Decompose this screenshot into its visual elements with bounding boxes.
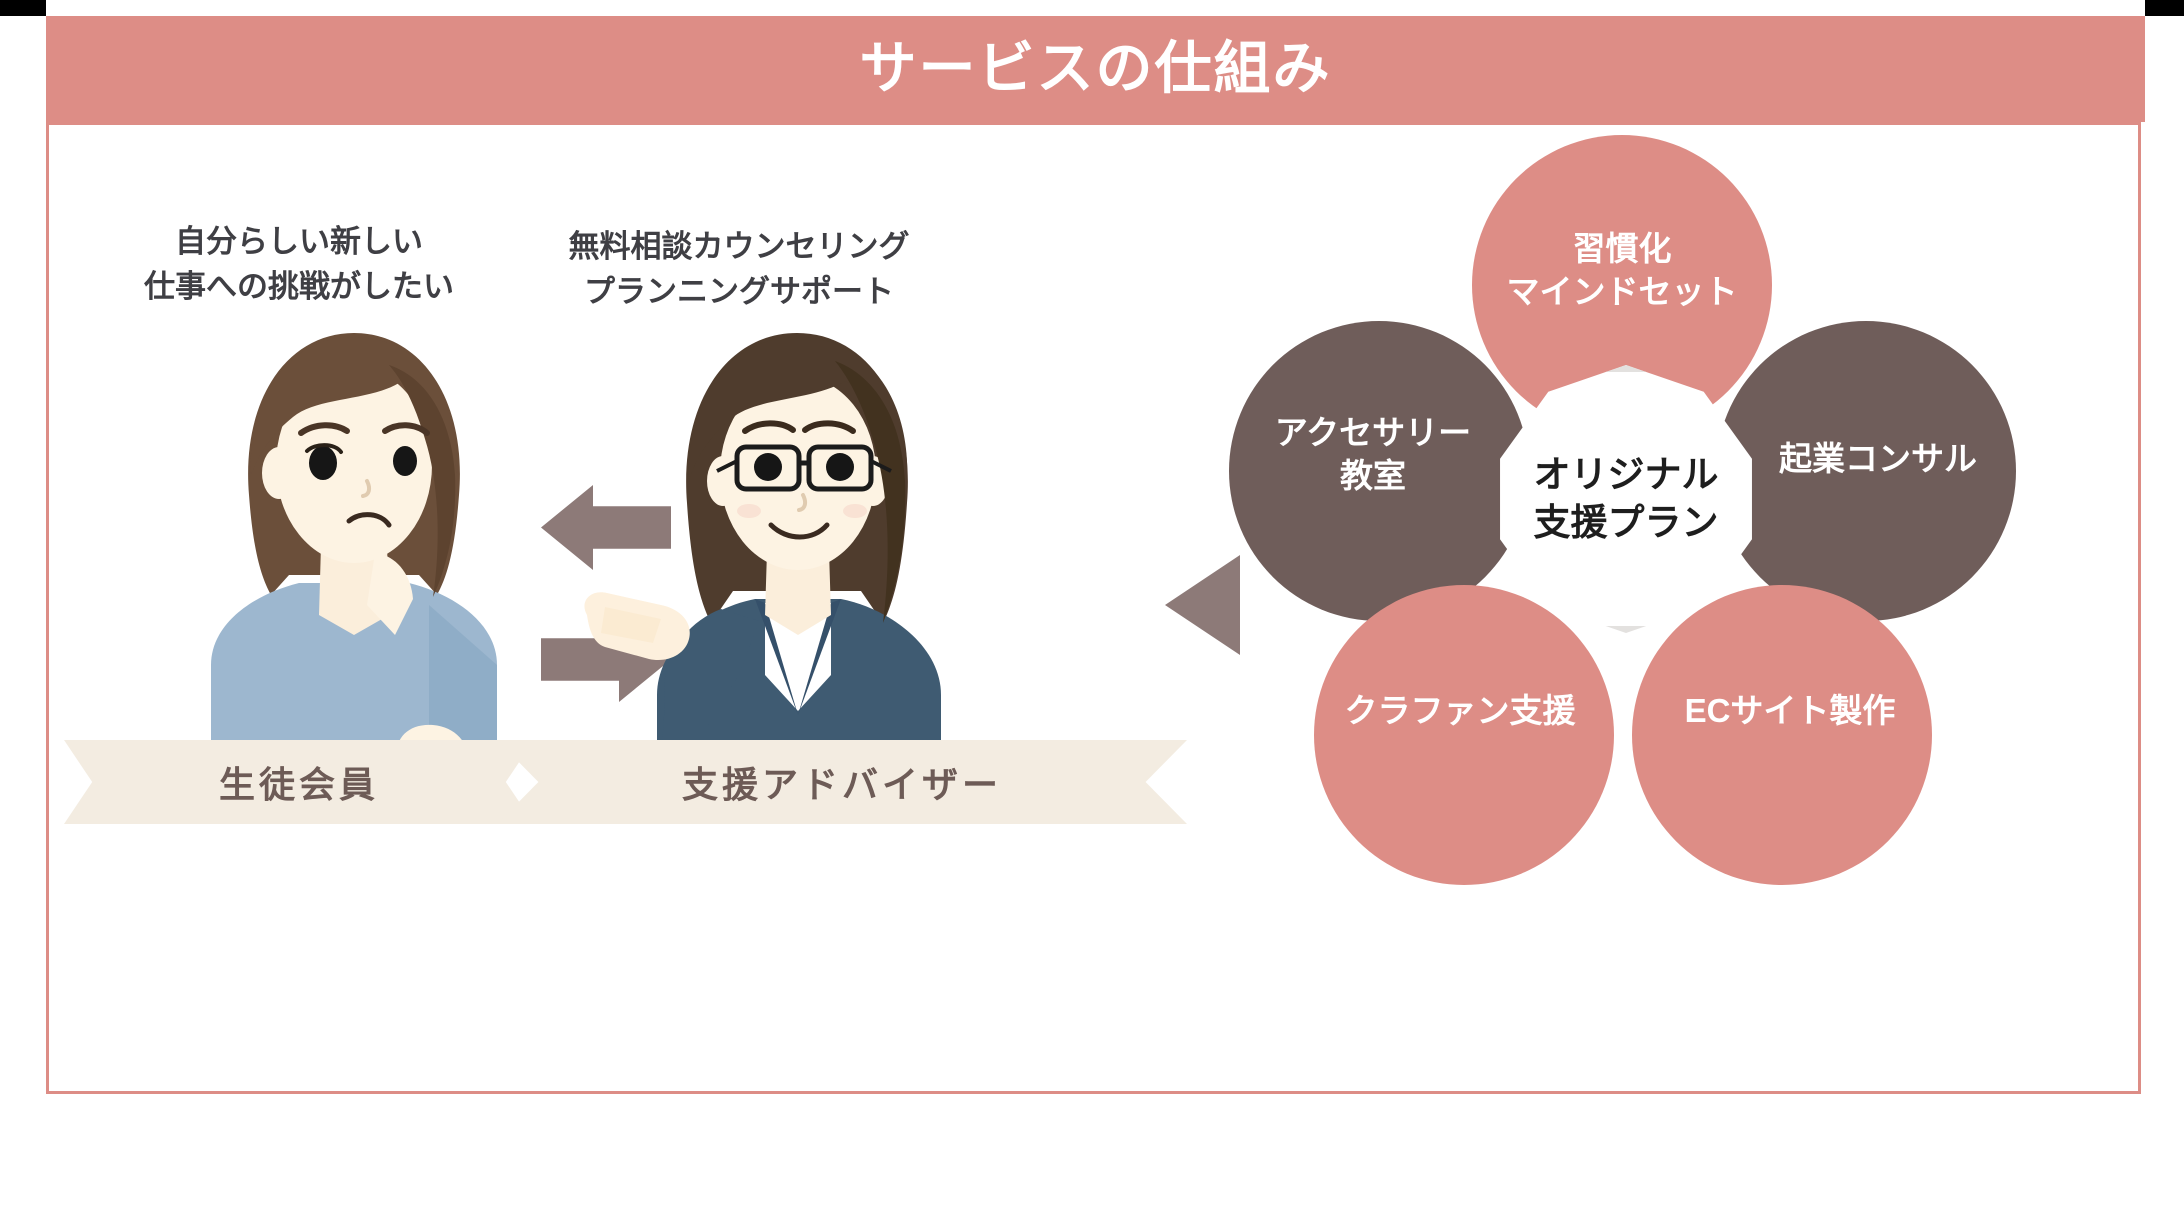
petal-crowdfunding-support: クラファン支援	[1314, 585, 1614, 885]
student-ribbon-label: 生徒会員	[218, 764, 379, 805]
petal-label: ECサイト製作	[1684, 691, 1896, 729]
advisor-caption: 無料相談カウンセリング プランニングサポート	[568, 229, 910, 309]
center-node-original-plan: オリジナル 支援プラン	[1500, 365, 1752, 633]
support-plan-flower-diagram: 習慣化 マインドセット アクセサリー 教室 起業コンサル クラファン支援 ECサ…	[1204, 135, 2044, 1015]
petal-label: 習慣化 マインドセット	[1506, 230, 1738, 310]
petal-label: 起業コンサル	[1779, 439, 1977, 477]
exchange-arrows	[541, 485, 721, 705]
corner-strip-left	[0, 0, 46, 16]
advisor-ribbon: 支援アドバイザー	[497, 740, 1187, 824]
center-node-label: オリジナル 支援プラン	[1533, 453, 1719, 543]
slide-header: サービスの仕組み	[46, 16, 2145, 122]
petal-startup-consulting: 起業コンサル	[1716, 321, 2016, 621]
petal-accessory-class: アクセサリー 教室	[1229, 321, 1529, 621]
smiling-woman-glasses-icon	[584, 333, 941, 815]
petal-label: クラファン支援	[1344, 691, 1576, 729]
advisor-ribbon-label: 支援アドバイザー	[681, 764, 1002, 805]
advisor-illustration	[569, 303, 969, 815]
student-ribbon: 生徒会員	[64, 740, 534, 824]
content-frame: 自分らしい新しい 仕事への挑戦がしたい	[46, 122, 2141, 1094]
student-illustration	[189, 305, 519, 815]
corner-strip-right	[2145, 0, 2184, 16]
petal-label: アクセサリー 教室	[1274, 414, 1472, 494]
petal-ec-site-production: ECサイト製作	[1632, 585, 1932, 885]
worried-woman-icon	[211, 333, 497, 815]
student-caption: 自分らしい新しい 仕事への挑戦がしたい	[144, 224, 454, 304]
page-title: サービスの仕組み	[859, 36, 1332, 101]
